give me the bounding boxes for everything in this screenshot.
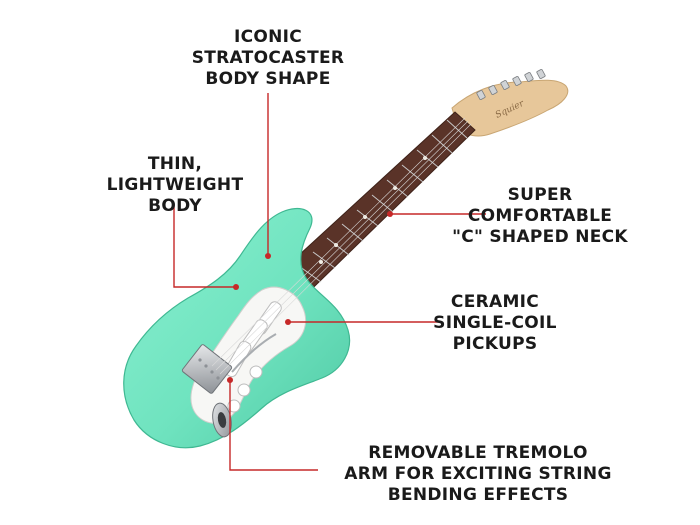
callout-tremolo: REMOVABLE TREMOLO ARM FOR EXCITING STRIN… bbox=[344, 443, 612, 505]
tuners bbox=[476, 69, 546, 100]
callout-pickups: CERAMIC SINGLE-COIL PICKUPS bbox=[433, 292, 557, 354]
tremolo-arm bbox=[231, 333, 277, 373]
tremolo-bridge bbox=[181, 333, 277, 394]
callout-body-shape: ICONIC STRATOCASTER BODY SHAPE bbox=[191, 27, 345, 89]
callout-neck: SUPER COMFORTABLE "C" SHAPED NECK bbox=[452, 185, 628, 247]
callout-leader-dots bbox=[227, 211, 393, 383]
control-knobs bbox=[227, 365, 263, 413]
strings bbox=[211, 117, 472, 375]
callout-leader-lines bbox=[173, 93, 486, 471]
output-jack bbox=[212, 402, 232, 438]
callout-thin-body: THIN, LIGHTWEIGHT BODY bbox=[106, 154, 244, 216]
